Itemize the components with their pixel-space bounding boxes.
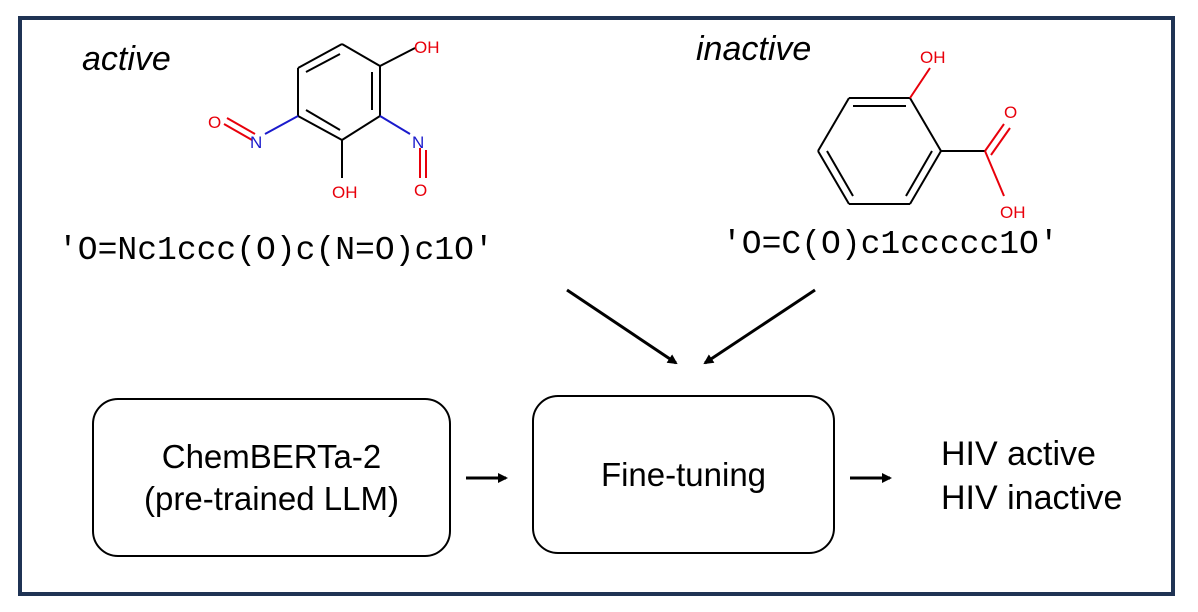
output-hiv-inactive: HIV inactive — [941, 479, 1123, 518]
finetuning-label: Fine-tuning — [600, 455, 767, 493]
active-n-right: N — [412, 133, 424, 152]
inactive-smiles: 'O=C(O)c1ccccc1O' — [722, 226, 1059, 263]
active-oh-top: OH — [414, 38, 440, 57]
inactive-o-carbonyl: O — [1004, 103, 1017, 122]
inactive-oh-top: OH — [920, 48, 946, 67]
finetuning-box: Fine-tuning — [532, 395, 835, 554]
pretrained-line1: ChemBERTa-2 — [161, 438, 382, 476]
inactive-label: inactive — [696, 30, 812, 68]
active-o-right: O — [414, 181, 427, 200]
pretrained-line2: (pre-trained LLM) — [144, 479, 399, 517]
inactive-oh-acid: OH — [1000, 203, 1026, 222]
diagram-frame — [18, 16, 1175, 596]
inactive-to-finetune-arrow — [703, 288, 816, 365]
active-oh-bottom: OH — [332, 183, 358, 202]
output-hiv-active: HIV active — [941, 435, 1096, 473]
active-smiles: 'O=Nc1ccc(O)c(N=O)c1O' — [58, 232, 494, 269]
active-label: active — [82, 40, 171, 78]
active-n-left: N — [250, 133, 262, 152]
active-molecule — [223, 43, 427, 178]
active-o-left: O — [208, 113, 221, 132]
active-to-finetune-arrow — [566, 288, 678, 365]
output-labels: HIV active HIV inactive — [941, 432, 1122, 520]
pretrained-llm-box: ChemBERTa-2 (pre-trained LLM) — [92, 398, 451, 557]
inactive-molecule — [817, 67, 1011, 205]
